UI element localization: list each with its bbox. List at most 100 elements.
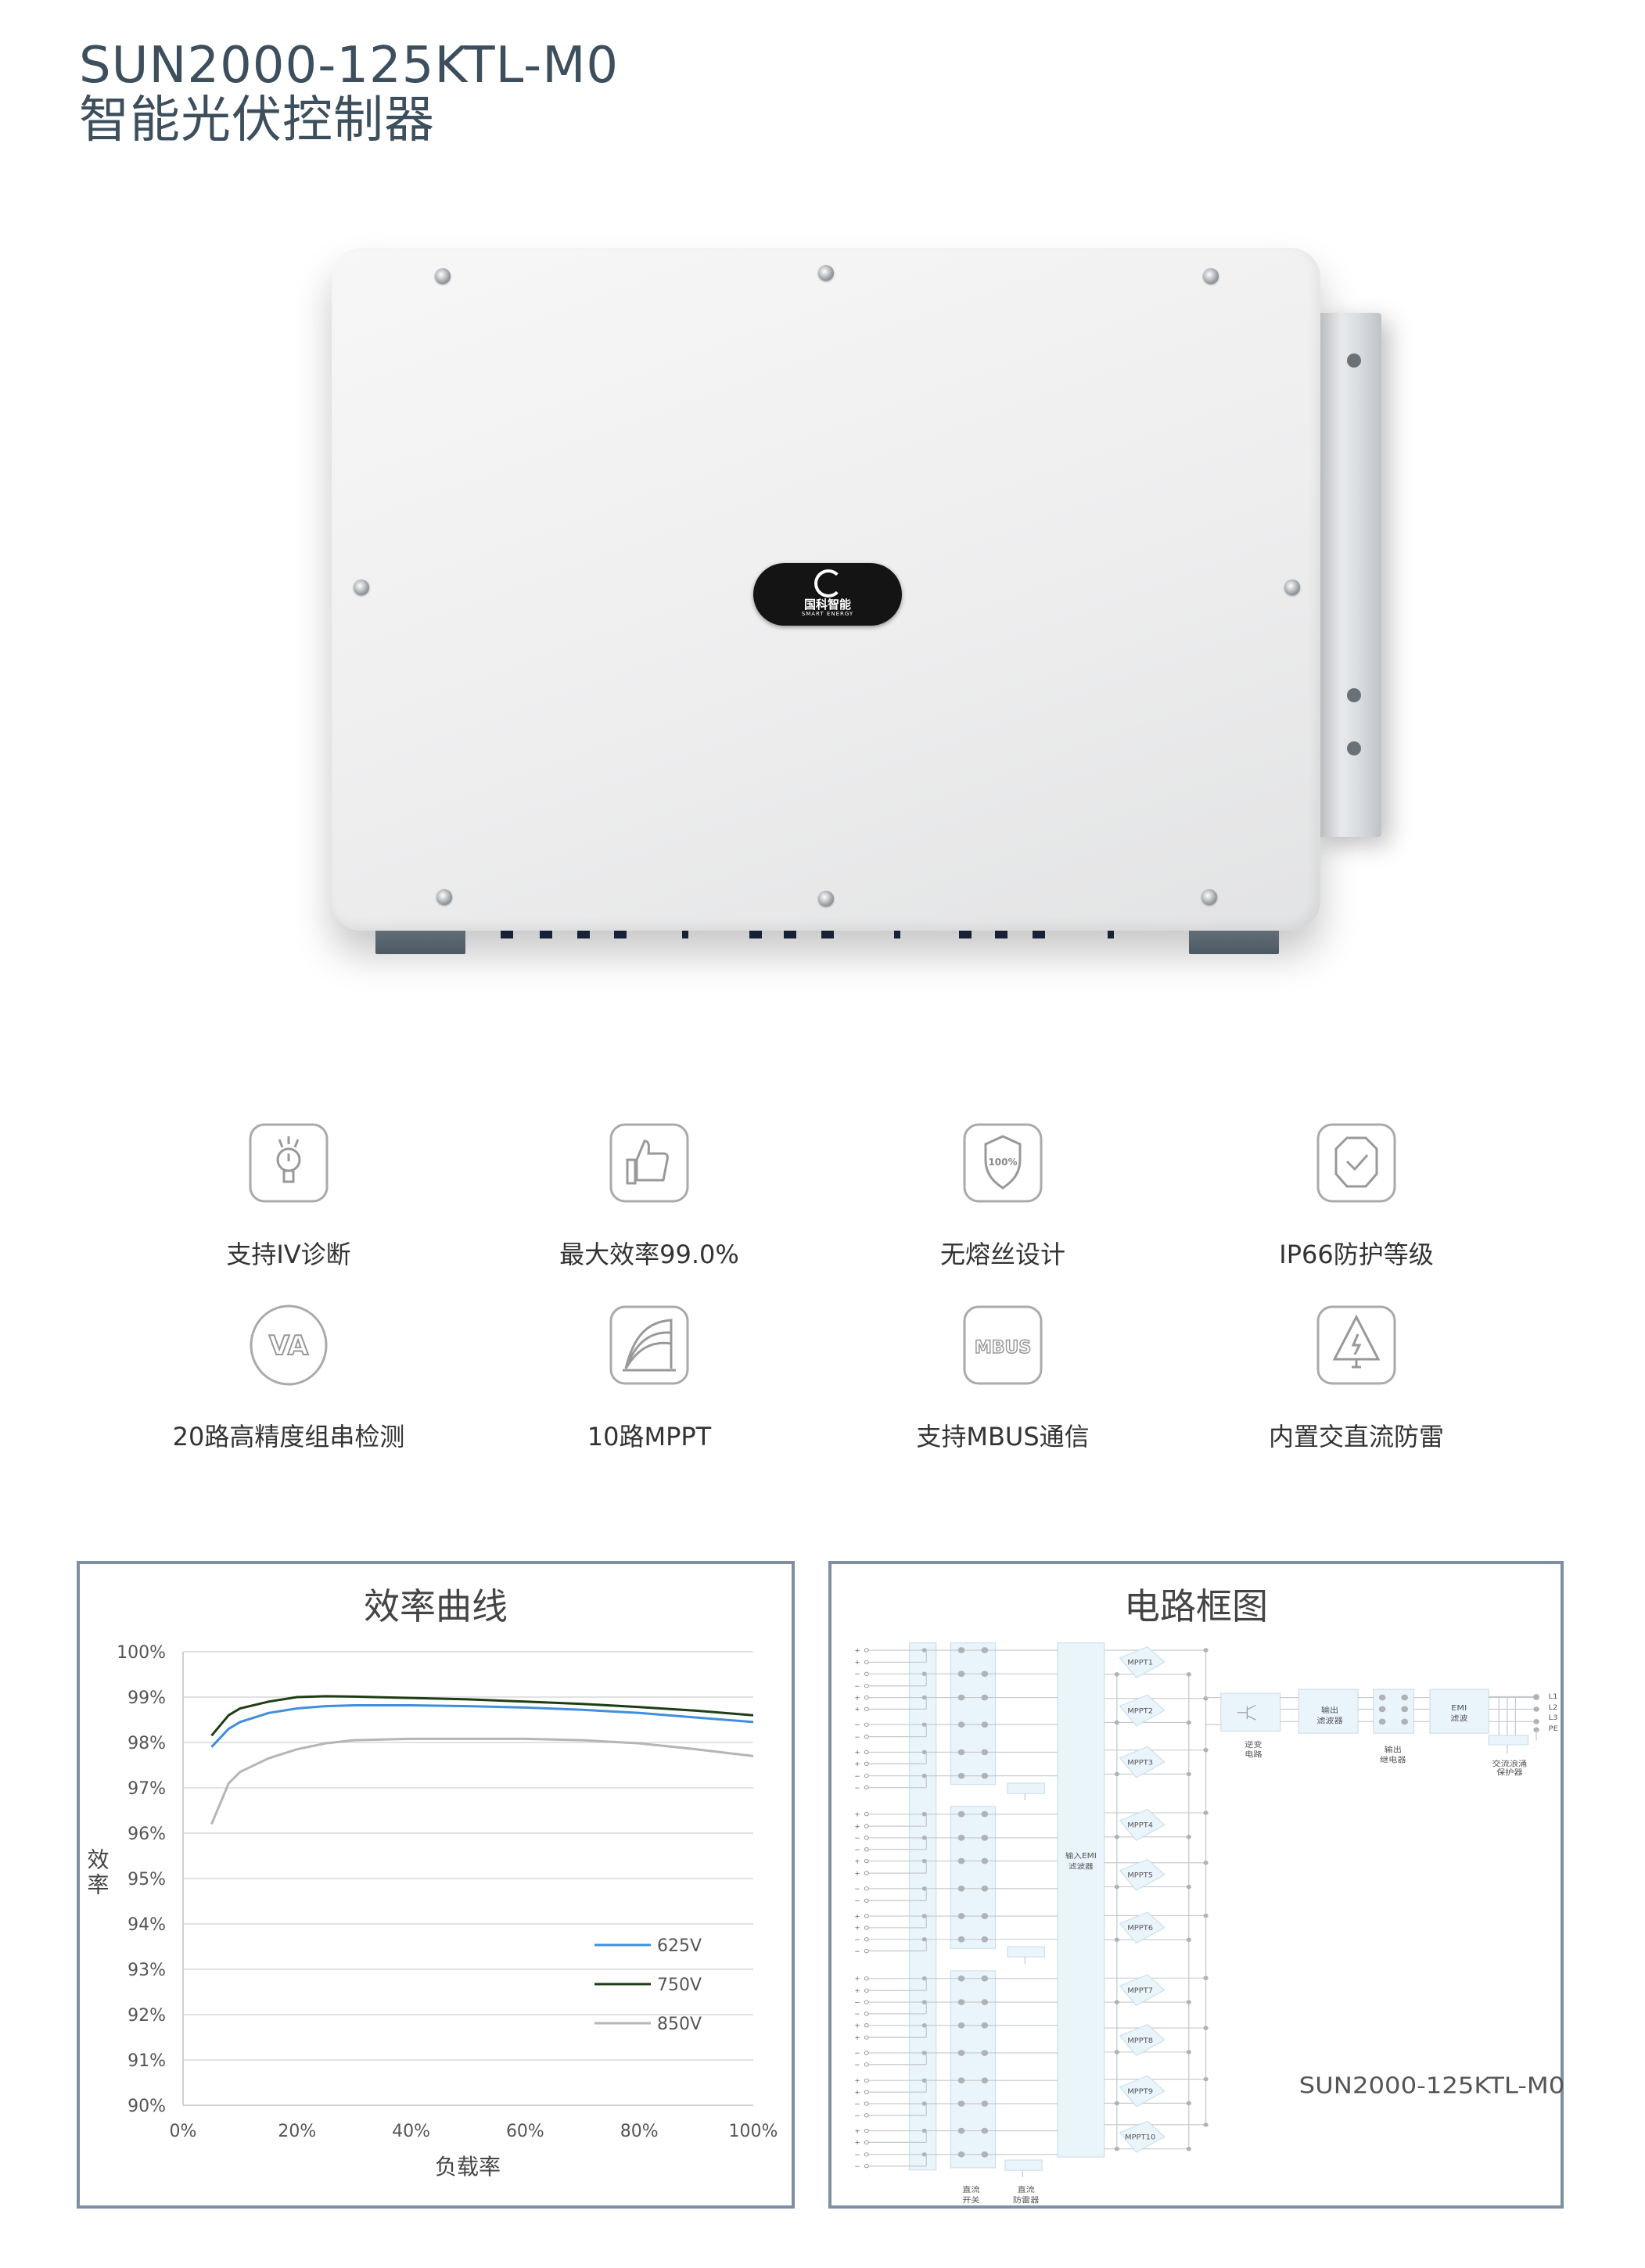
- y-tick-label: 99%: [128, 1688, 166, 1708]
- cable-connector: [501, 931, 513, 938]
- terminal: [864, 1824, 869, 1828]
- y-tick-label: 93%: [128, 1961, 166, 1980]
- circuit-label: 开关: [962, 2195, 980, 2205]
- y-tick-label: 92%: [128, 2006, 166, 2026]
- node: [981, 2050, 989, 2056]
- terminal: [864, 1785, 869, 1790]
- ac-line-label: PE: [1549, 1724, 1558, 1732]
- terminal-sign: +: [854, 1912, 860, 1919]
- lightbulb-alert-icon: [249, 1123, 329, 1203]
- feature-label: 10路MPPT: [587, 1422, 712, 1452]
- node: [921, 2152, 927, 2157]
- circuit-label: 逆变: [1245, 1739, 1262, 1749]
- node: [921, 2051, 927, 2055]
- node: [921, 1936, 927, 1942]
- node: [1114, 1835, 1119, 1839]
- node: [1203, 2076, 1209, 2082]
- series-line-750V: [210, 1695, 754, 1737]
- shield-100-icon: 100%: [963, 1123, 1043, 1203]
- legend-label: 850V: [657, 2015, 702, 2034]
- node: [981, 1975, 989, 1982]
- terminal: [864, 1836, 869, 1840]
- node: [957, 2022, 965, 2029]
- y-tick-label: 95%: [128, 1870, 166, 1889]
- circuit-label: 滤波: [1450, 1714, 1468, 1723]
- transistor-icon: [1237, 1704, 1256, 1721]
- node: [957, 1999, 965, 2005]
- node: [921, 1749, 927, 1755]
- node: [957, 1772, 965, 1779]
- node: [981, 1721, 989, 1728]
- brand-logo: 国科智能 SMART ENERGY: [753, 563, 902, 626]
- cable-connector: [821, 931, 834, 938]
- node: [1378, 1694, 1386, 1701]
- terminal-sign: +: [854, 1760, 860, 1767]
- node: [921, 2078, 927, 2083]
- terminal: [864, 1886, 869, 1891]
- node: [957, 2077, 965, 2084]
- node: [921, 2023, 927, 2028]
- feature-label: 支持IV诊断: [226, 1240, 351, 1269]
- terminal: [864, 2062, 869, 2067]
- terminal: [864, 1684, 869, 1688]
- terminal-sign: −: [854, 1947, 860, 1954]
- terminal-sign: +: [854, 1706, 860, 1713]
- y-tick-label: 100%: [117, 1643, 166, 1663]
- node: [957, 1749, 965, 1756]
- node: [1114, 2050, 1119, 2054]
- node: [957, 1647, 965, 1653]
- series-line-625V: [210, 1703, 754, 1748]
- mppt-label: MPPT6: [1127, 1925, 1153, 1932]
- terminal: [864, 1914, 869, 1918]
- mppt-block: [1119, 1974, 1166, 2007]
- node: [981, 2101, 989, 2107]
- dc-surge-block: [1007, 1946, 1045, 1958]
- mppt-label: MPPT10: [1125, 2133, 1155, 2141]
- mppt-label: MPPT9: [1127, 2088, 1153, 2096]
- terminal-sign: −: [854, 2061, 860, 2068]
- ac-line-label: L1: [1549, 1693, 1558, 1701]
- terminal: [864, 1858, 869, 1864]
- terminal: [864, 1706, 869, 1712]
- mppt-block: [1119, 1858, 1166, 1891]
- node: [1114, 1771, 1119, 1777]
- node: [957, 1913, 965, 1919]
- dc-surge-block: [1004, 2159, 1043, 2171]
- terminal-sign: +: [854, 1869, 860, 1876]
- node: [921, 1671, 927, 1677]
- node: [981, 1670, 989, 1678]
- dc-switch-block: [950, 1806, 997, 1949]
- terminal-sign: −: [854, 1936, 860, 1943]
- mppt-label: MPPT8: [1127, 2037, 1153, 2044]
- node: [981, 2077, 989, 2084]
- node: [1203, 1913, 1209, 1918]
- node: [1186, 2101, 1191, 2106]
- node: [1203, 1861, 1209, 1865]
- node: [1533, 1706, 1539, 1712]
- node: [1203, 2123, 1209, 2127]
- inverter-block: [1220, 1692, 1281, 1732]
- terminal: [864, 2140, 869, 2145]
- mounting-foot: [375, 929, 465, 954]
- terminal-sign: −: [854, 1772, 860, 1779]
- circuit-label: 滤波器: [1316, 1716, 1343, 1725]
- terminal: [864, 1925, 869, 1930]
- mppt-block: [1119, 2024, 1166, 2057]
- model-title: SUN2000-125KTL-M0: [79, 37, 620, 95]
- terminal-sign: −: [854, 2100, 860, 2107]
- mppt-block: [1119, 2120, 1166, 2153]
- terminal-sign: +: [854, 1810, 860, 1818]
- terminal: [864, 1871, 869, 1875]
- node: [957, 2127, 965, 2134]
- feature-item: 最大效率99.0%: [493, 1122, 806, 1271]
- output-filter-block: [1298, 1688, 1359, 1734]
- node: [1378, 1706, 1386, 1713]
- circuit-label: 输出: [1385, 1745, 1402, 1754]
- terminal: [864, 2113, 869, 2118]
- node: [1114, 1937, 1119, 1943]
- node: [981, 1885, 989, 1892]
- terminal: [864, 1648, 869, 1653]
- node: [921, 1858, 927, 1864]
